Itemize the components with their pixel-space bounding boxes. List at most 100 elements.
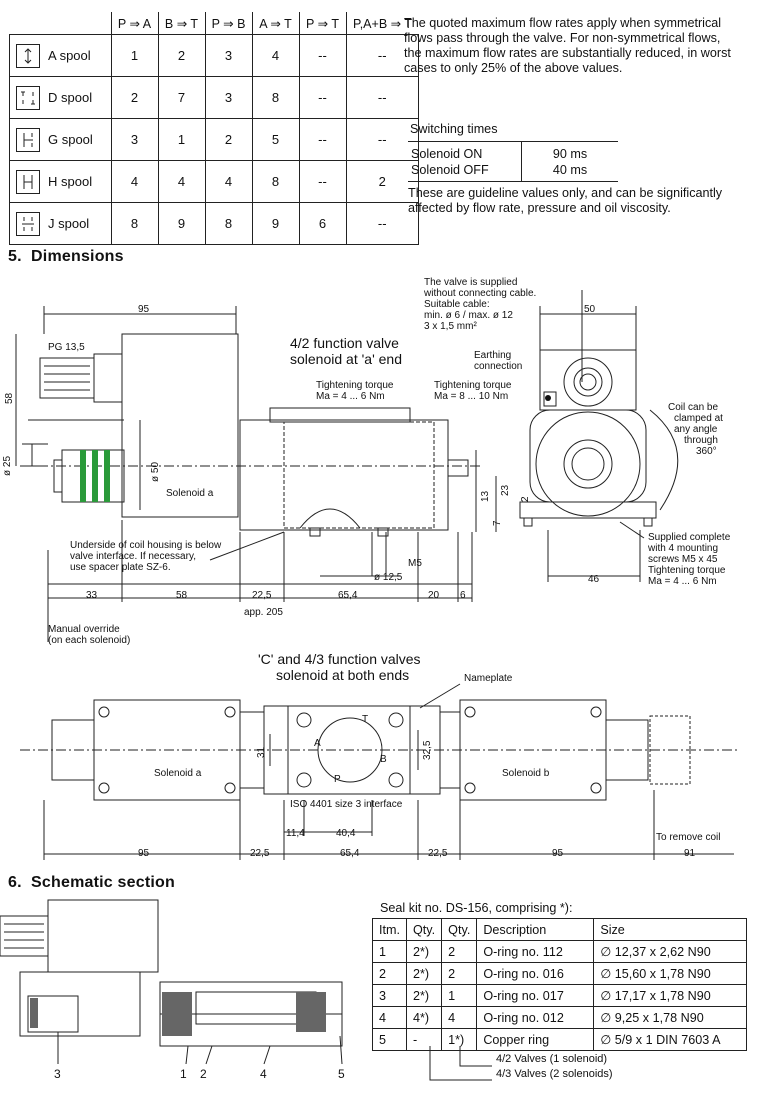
table-cell: 4 [204,160,253,203]
callout-2: 2 [200,1067,207,1081]
table-row: H spool 4 4 4 8 -- 2 [9,160,419,203]
table-cell: 8 [204,202,253,245]
header-p-b: P ⇒ B [204,12,252,35]
m5-label: M5 [408,558,422,569]
table-cell: 1 [157,118,206,161]
nameplate-label: Nameplate [464,673,513,684]
seal-note-4-2: 4/2 Valves (1 solenoid) [496,1053,608,1065]
table-cell: 2*) [405,940,443,963]
d-spool-symbol-icon [16,85,40,110]
row-label: H spool [48,174,93,189]
drawing1-title-line1: 4/2 function valve [290,335,399,351]
dim-654-label: 65,4 [338,590,358,601]
port-t-label: T [362,714,368,725]
port-p-label: P [334,774,341,785]
dim-50top-label: 50 [584,304,596,315]
spring-section-icon [296,992,326,1032]
coil-note-line1: Coil can be [668,402,718,413]
table-cell: 2 [204,118,253,161]
underside-line2: valve interface. If necessary, [70,551,196,562]
coil-note-line5: 360° [696,446,717,457]
dim-2-label: 2 [520,496,531,502]
torque2-line2: Ma = 8 ... 10 Nm [434,391,508,402]
earth-line1: Earthing [474,350,511,361]
dim-50-label: ø 50 [150,462,161,482]
header-p-t: P ⇒ T [298,12,346,35]
dim-95-label: 95 [138,304,150,315]
table-cell: 3 [110,118,159,161]
table-row: 5-1*)Copper ring∅ 5/9 x 1 DIN 7603 A [372,1028,748,1051]
dim-91-label: 91 [684,848,696,859]
table-cell: ∅ 12,37 x 2,62 N90 [593,940,748,963]
coil-note-line3: any angle [674,424,718,435]
override-line2: (on each solenoid) [48,635,130,646]
table-cell: 3 [204,34,253,77]
table-cell: 8 [251,76,300,119]
table-cell: 9 [157,202,206,245]
table-cell: -- [345,76,419,119]
seal-table-header: Itm. Qty. Qty. Description Size [372,918,748,941]
header-b-t: B ⇒ T [157,12,205,35]
table-row: Solenoid ON 90 ms [408,142,618,162]
table-cell: 4 [251,34,300,77]
dim-13-label: 13 [480,490,491,502]
table-cell: 9 [251,202,300,245]
drawing1-title-line2: solenoid at 'a' end [290,351,402,367]
flow-note: The quoted maximum flow rates apply when… [404,16,731,75]
table-cell: -- [298,118,347,161]
header-qty-42: Qty. [405,918,443,941]
switch-on-value: 90 ms [552,147,588,161]
supplied-line2: with 4 mounting [647,543,718,554]
table-row: Solenoid OFF 40 ms [408,162,618,181]
dim-225a-label: 22,5 [250,848,270,859]
flow-rate-table: P ⇒ A B ⇒ T P ⇒ B A ⇒ T P ⇒ T P,A+B ⇒ T … [9,12,419,245]
dim-46-label: 46 [588,574,600,585]
a-spool-symbol-icon [16,43,40,68]
table-cell: 7 [157,76,206,119]
switch-off-label: Solenoid OFF [408,162,522,181]
header-item: Itm. [372,918,407,941]
dim-58v-label: 58 [4,392,15,404]
table-cell: - [405,1028,443,1051]
pg-label: PG 13,5 [48,342,85,353]
dim-6-label: 6 [460,590,466,601]
dim-31-label: 31 [256,746,267,758]
table-cell: 2*) [405,984,443,1007]
dim-58-label: 58 [176,590,188,601]
table-row: G spool 3 1 2 5 -- -- [9,118,419,161]
dim-33-label: 33 [86,590,98,601]
table-cell: O-ring no. 016 [476,962,595,985]
drawing2-title-line2: solenoid at both ends [276,667,409,683]
dim-95b-label: 95 [552,848,564,859]
coil-note-line2: clamped at [674,413,723,424]
dim-404-label: 40,4 [336,828,356,839]
table-cell: 2 [441,940,478,963]
drawing2-title-line1: 'C' and 4/3 function valves [258,651,421,667]
torque1-line2: Ma = 4 ... 6 Nm [316,391,385,402]
solenoid-a-label: Solenoid a [154,768,202,779]
torque1-line1: Tightening torque [316,380,394,391]
port-b-label: B [380,754,387,765]
supplied-line1: Supplied complete [648,532,731,543]
table-cell: 3 [372,984,407,1007]
dim-225b-label: 22,5 [428,848,448,859]
row-label: J spool [48,216,90,231]
flow-table-header: P ⇒ A B ⇒ T P ⇒ B A ⇒ T P ⇒ T P,A+B ⇒ T [10,12,419,35]
torque2-line1: Tightening torque [434,380,512,391]
switch-on-label: Solenoid ON [408,142,522,162]
header-pab-t: P,A+B ⇒ T [345,12,419,35]
header-qty-43: Qty. [441,918,478,941]
switching-note: These are guideline values only, and can… [408,186,723,215]
dim-95a-label: 95 [138,848,150,859]
app205-label: app. 205 [244,607,283,618]
table-cell: 4 [441,1006,478,1029]
table-cell: -- [298,160,347,203]
coil-note-line4: through [684,435,718,446]
section-5-heading: 5. Dimensions [8,248,124,266]
supplied-line3: screws M5 x 45 [648,554,718,565]
underside-line3: use spacer plate SZ-6. [70,562,171,573]
callout-1: 1 [180,1067,187,1081]
seal-qty-bracket [429,1046,492,1081]
